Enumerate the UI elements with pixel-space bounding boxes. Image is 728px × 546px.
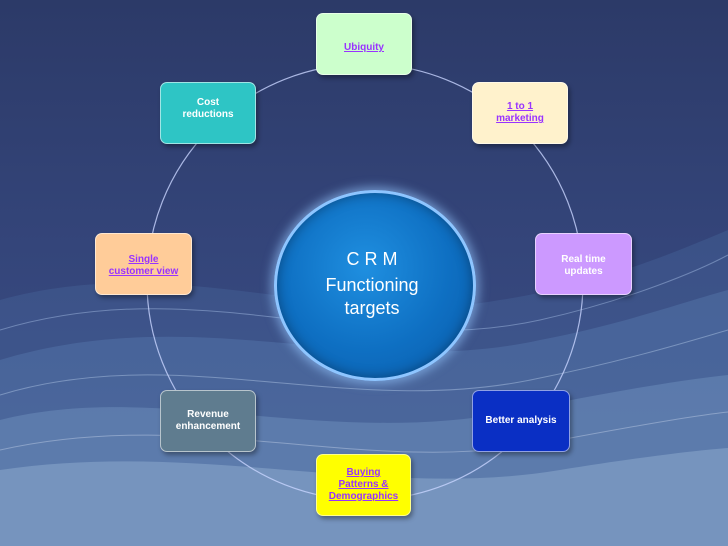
- node-cost-reductions: Cost reductions: [160, 82, 256, 144]
- node-buying-line2[interactable]: Patterns &: [338, 479, 389, 490]
- node-analysis-label: Better analysis: [485, 415, 557, 426]
- node-one-to-one-marketing[interactable]: 1 to 1 marketing: [472, 82, 568, 144]
- node-marketing-line1[interactable]: 1 to 1: [506, 101, 534, 112]
- node-single-line2[interactable]: customer view: [108, 266, 179, 277]
- node-ubiquity[interactable]: Ubiquity: [316, 13, 412, 75]
- node-ubiquity-label[interactable]: Ubiquity: [344, 42, 384, 53]
- center-title-line1: C R M: [346, 249, 398, 269]
- node-buying-line3[interactable]: Demographics: [328, 491, 399, 502]
- node-cost-line1: Cost: [196, 97, 220, 108]
- node-realtime-line1: Real time: [561, 254, 606, 265]
- node-revenue-line1: Revenue: [187, 409, 229, 420]
- node-buying-line1[interactable]: Buying: [346, 467, 381, 478]
- node-single-line1[interactable]: Single: [128, 254, 159, 265]
- node-revenue-line2: enhancement: [175, 421, 241, 432]
- node-revenue-enhancement: Revenue enhancement: [160, 390, 256, 452]
- node-single-customer-view[interactable]: Single customer view: [95, 233, 192, 295]
- node-real-time-updates: Real time updates: [535, 233, 632, 295]
- node-better-analysis: Better analysis: [472, 390, 570, 452]
- node-buying-patterns[interactable]: Buying Patterns & Demographics: [316, 454, 411, 516]
- node-realtime-line2: updates: [564, 266, 603, 277]
- node-marketing-line2[interactable]: marketing: [496, 113, 544, 124]
- center-circle: [274, 190, 476, 381]
- center-title-line2: Functioning: [325, 275, 419, 295]
- center-title-line3: targets: [344, 298, 400, 318]
- node-cost-line2: reductions: [182, 109, 234, 120]
